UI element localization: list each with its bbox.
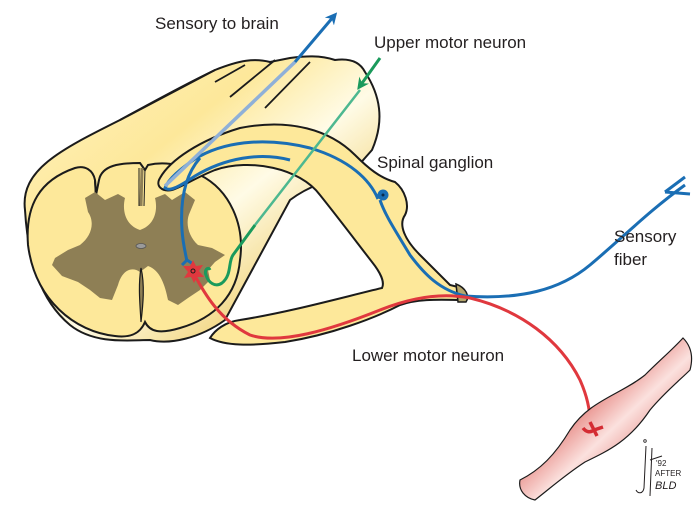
dorsal-ridge-1 — [214, 64, 246, 83]
label-sensory-fiber-2: fiber — [614, 250, 647, 269]
ganglion-cell-nucleus — [381, 193, 385, 197]
dorsal-ridge-3 — [264, 61, 311, 109]
signature-after: AFTER — [655, 469, 681, 478]
sensory-fiber-branch-1 — [664, 175, 686, 194]
dorsal-median-sulcus-outline — [138, 167, 146, 207]
muscle-body — [519, 337, 693, 501]
signature-mark — [635, 445, 663, 497]
signature-year: '92 — [656, 459, 667, 468]
label-upper-motor-neuron: Upper motor neuron — [374, 33, 526, 52]
lower-motor-nucleus — [190, 268, 196, 274]
upper-motor-tract-faded — [254, 89, 361, 226]
ventral-median-fissure — [138, 267, 144, 323]
ascending-tract-faded — [163, 60, 297, 188]
ascending-tract-arrow — [293, 12, 338, 63]
signature-bld: BLD — [655, 480, 676, 492]
label-sensory-to-brain: Sensory to brain — [155, 14, 279, 33]
dorsal-ridge-2 — [229, 59, 276, 98]
cord-top-edge — [119, 69, 216, 121]
label-sensory-fiber-1: Sensory — [614, 227, 677, 246]
dorsal-median-sulcus — [139, 167, 144, 207]
artist-signature: '92 AFTER BLD — [635, 439, 681, 497]
sensory-synapse-fork — [180, 258, 194, 267]
sensory-fiber-branch-2 — [664, 190, 691, 196]
central-canal — [135, 243, 147, 249]
lower-motor-pathway — [183, 260, 592, 423]
signature-dot — [643, 439, 647, 443]
sensory-collateral-to-horn — [180, 157, 202, 263]
label-spinal-ganglion: Spinal ganglion — [377, 153, 493, 172]
muscle — [519, 337, 693, 501]
upper-motor-pathway — [204, 57, 382, 287]
upper-motor-arrow — [357, 57, 382, 90]
neuromuscular-junction — [581, 421, 604, 437]
label-lower-motor-neuron: Lower motor neuron — [352, 346, 504, 365]
sensory-fiber-peripheral — [378, 183, 686, 299]
sensory-pathway — [163, 12, 691, 299]
upper-motor-tract — [204, 224, 257, 287]
lower-motor-axon — [191, 271, 592, 423]
